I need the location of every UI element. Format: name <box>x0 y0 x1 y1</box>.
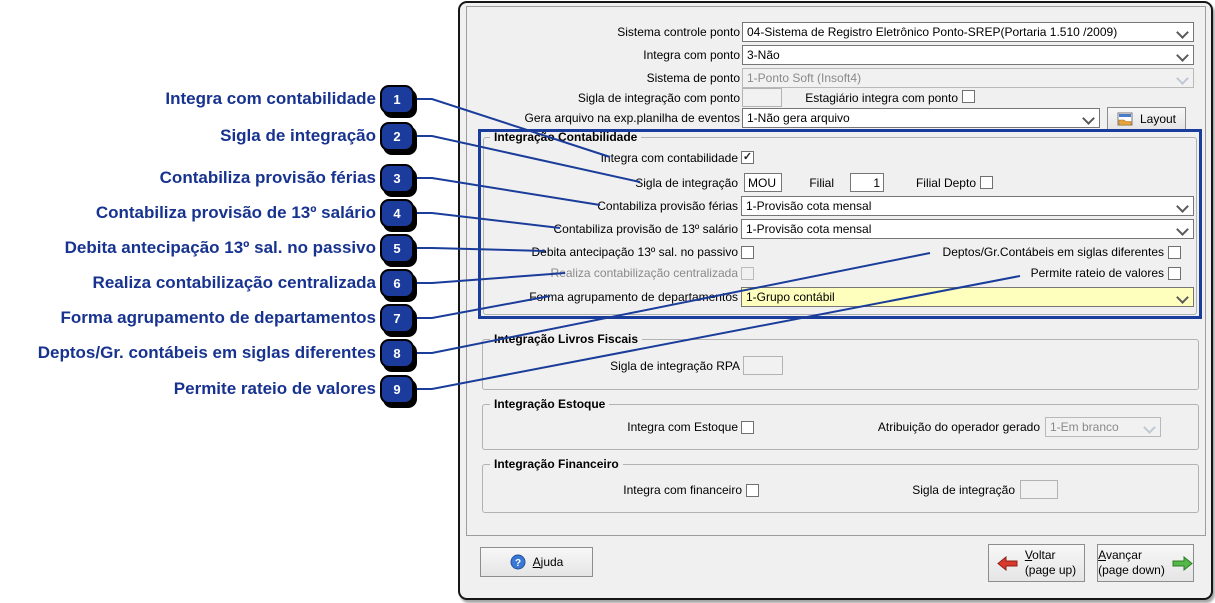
debita-antecipacao-checkbox[interactable] <box>741 246 754 259</box>
callout-label-4: Contabiliza provisão de 13º salário <box>95 203 376 222</box>
provisao-13-select[interactable]: 1-Provisão cota mensal <box>741 219 1194 239</box>
callout-label-2: Sigla de integração <box>220 126 376 145</box>
realiza-centralizada-checkbox <box>741 267 754 280</box>
ajuda-button-label: Ajuda <box>532 555 564 569</box>
callout-label-9: Permite rateio de valores <box>173 379 376 398</box>
callout-label-8: Deptos/Gr. contábeis em siglas diferente… <box>37 343 376 362</box>
back-arrow-icon <box>997 555 1018 571</box>
chevron-down-icon <box>1176 72 1189 85</box>
sigla-integracao-input[interactable] <box>744 173 782 192</box>
integra-financeiro-label: Integra com financeiro <box>623 483 742 497</box>
svg-text:?: ? <box>515 558 521 569</box>
atribuicao-operador-value: 1-Em branco <box>1050 420 1119 434</box>
chevron-down-icon <box>1176 291 1189 304</box>
filial-label: Filial <box>809 176 834 190</box>
ajuda-button[interactable]: ? Ajuda <box>480 547 593 577</box>
chevron-down-icon <box>1082 112 1095 125</box>
filial-depto-label: Filial Depto <box>915 176 976 190</box>
chevron-down-icon <box>1176 223 1189 236</box>
callout-label-3: Contabiliza provisão férias <box>159 168 376 187</box>
chevron-down-icon <box>1176 49 1189 62</box>
provisao-13-value: 1-Provisão cota mensal <box>746 222 872 236</box>
group-legend-financeiro: Integração Financeiro <box>490 457 623 471</box>
permite-rateio-checkbox[interactable] <box>1168 267 1181 280</box>
callout-badge-2: 2 <box>380 122 414 151</box>
callout-badge-9: 9 <box>380 375 414 404</box>
callout-badge-6: 6 <box>380 269 414 298</box>
sistema-de-ponto-label: Sistema de ponto <box>646 71 740 85</box>
integra-estoque-checkbox[interactable] <box>741 421 754 434</box>
callout-badge-5: 5 <box>380 234 414 263</box>
realiza-centralizada-label: Realiza contabilização centralizada <box>550 266 738 280</box>
integra-com-ponto-label: Integra com ponto <box>643 48 740 62</box>
permite-rateio-label: Permite rateio de valores <box>1030 266 1164 280</box>
group-legend-livros-fiscais: Integração Livros Fiscais <box>490 332 643 346</box>
group-legend-estoque: Integração Estoque <box>490 397 610 411</box>
filial-depto-checkbox[interactable] <box>980 176 993 189</box>
deptos-siglas-label: Deptos/Gr.Contábeis em siglas diferentes <box>942 245 1164 259</box>
sistema-de-ponto-select: 1-Ponto Soft (Insoft4) <box>742 68 1194 88</box>
forward-arrow-icon <box>1172 555 1193 571</box>
sistema-controle-ponto-value: 04-Sistema de Registro Eletrônico Ponto-… <box>747 25 1118 39</box>
voltar-button-label: Voltar (page up) <box>1024 548 1077 577</box>
integra-estoque-label: Integra com Estoque <box>627 420 738 434</box>
sigla-integracao-ponto-label: Sigla de integração com ponto <box>577 91 740 105</box>
callout-label-1: Integra com contabilidade <box>165 89 376 108</box>
forma-agrupamento-select[interactable]: 1-Grupo contábil <box>741 287 1194 307</box>
integra-contabilidade-checkbox[interactable]: ✓ <box>741 151 754 164</box>
atribuicao-operador-label: Atribuição do operador gerado <box>877 420 1040 434</box>
help-icon: ? <box>510 554 526 570</box>
sigla-rpa-input <box>743 356 783 375</box>
sigla-financeiro-input <box>1020 480 1058 499</box>
sigla-financeiro-label: Sigla de integração <box>912 483 1015 497</box>
callout-label-5: Debita antecipação 13º sal. no passivo <box>64 238 376 257</box>
debita-antecipacao-label: Debita antecipação 13º sal. no passivo <box>531 245 738 259</box>
sistema-controle-ponto-label: Sistema controle ponto <box>617 25 740 39</box>
atribuicao-operador-select: 1-Em branco <box>1045 417 1161 437</box>
group-legend-contabilidade: Integração Contabilidade <box>490 130 642 144</box>
filial-input[interactable] <box>850 173 884 192</box>
group-integracao-financeiro <box>482 464 1199 513</box>
sigla-integracao-label: Sigla de integração <box>635 176 738 190</box>
sigla-rpa-label: Sigla de integração RPA <box>610 359 740 373</box>
deptos-siglas-checkbox[interactable] <box>1168 246 1181 259</box>
gera-arquivo-select[interactable]: 1-Não gera arquivo <box>742 108 1100 128</box>
avancar-button[interactable]: Avançar (page down) <box>1097 544 1194 582</box>
integra-financeiro-checkbox[interactable] <box>746 484 759 497</box>
provisao-13-label: Contabiliza provisão de 13º salário <box>553 222 739 236</box>
avancar-button-label: Avançar (page down) <box>1098 548 1165 577</box>
gera-arquivo-value: 1-Não gera arquivo <box>747 111 850 125</box>
provisao-ferias-select[interactable]: 1-Provisão cota mensal <box>741 196 1194 216</box>
callout-badge-7: 7 <box>380 304 414 333</box>
estagiario-integra-checkbox[interactable] <box>962 90 975 103</box>
forma-agrupamento-value: 1-Grupo contábil <box>746 290 835 304</box>
callout-label-6: Realiza contabilização centralizada <box>92 273 376 292</box>
estagiario-integra-label: Estagiário integra com ponto <box>805 91 958 105</box>
callout-label-7: Forma agrupamento de departamentos <box>60 308 376 327</box>
chevron-down-icon <box>1176 26 1189 39</box>
provisao-ferias-label: Contabiliza provisão férias <box>597 199 738 213</box>
callout-badge-4: 4 <box>380 199 414 228</box>
callout-badge-3: 3 <box>380 164 414 193</box>
group-integracao-livros-fiscais <box>482 339 1199 390</box>
sistema-controle-ponto-select[interactable]: 04-Sistema de Registro Eletrônico Ponto-… <box>742 22 1194 42</box>
gera-arquivo-label: Gera arquivo na exp.planilha de eventos <box>524 111 740 125</box>
layout-button-label: Layout <box>1139 111 1177 126</box>
integra-com-ponto-value: 3-Não <box>747 48 780 62</box>
sistema-de-ponto-value: 1-Ponto Soft (Insoft4) <box>747 71 862 85</box>
sigla-integracao-ponto-input <box>742 88 782 107</box>
integra-com-ponto-select[interactable]: 3-Não <box>742 45 1194 65</box>
chevron-down-icon <box>1176 200 1189 213</box>
callout-badge-1: 1 <box>380 85 414 114</box>
group-integracao-estoque <box>482 404 1199 450</box>
callout-badge-8: 8 <box>380 339 414 368</box>
integra-contabilidade-label: Integra com contabilidade <box>600 151 738 165</box>
provisao-ferias-value: 1-Provisão cota mensal <box>746 199 872 213</box>
voltar-button[interactable]: Voltar (page up) <box>988 544 1085 582</box>
forma-agrupamento-label: Forma agrupamento de departamentos <box>529 290 738 304</box>
layout-button[interactable]: Layout <box>1107 107 1186 130</box>
layout-icon <box>1117 112 1133 125</box>
chevron-down-icon <box>1143 421 1156 434</box>
